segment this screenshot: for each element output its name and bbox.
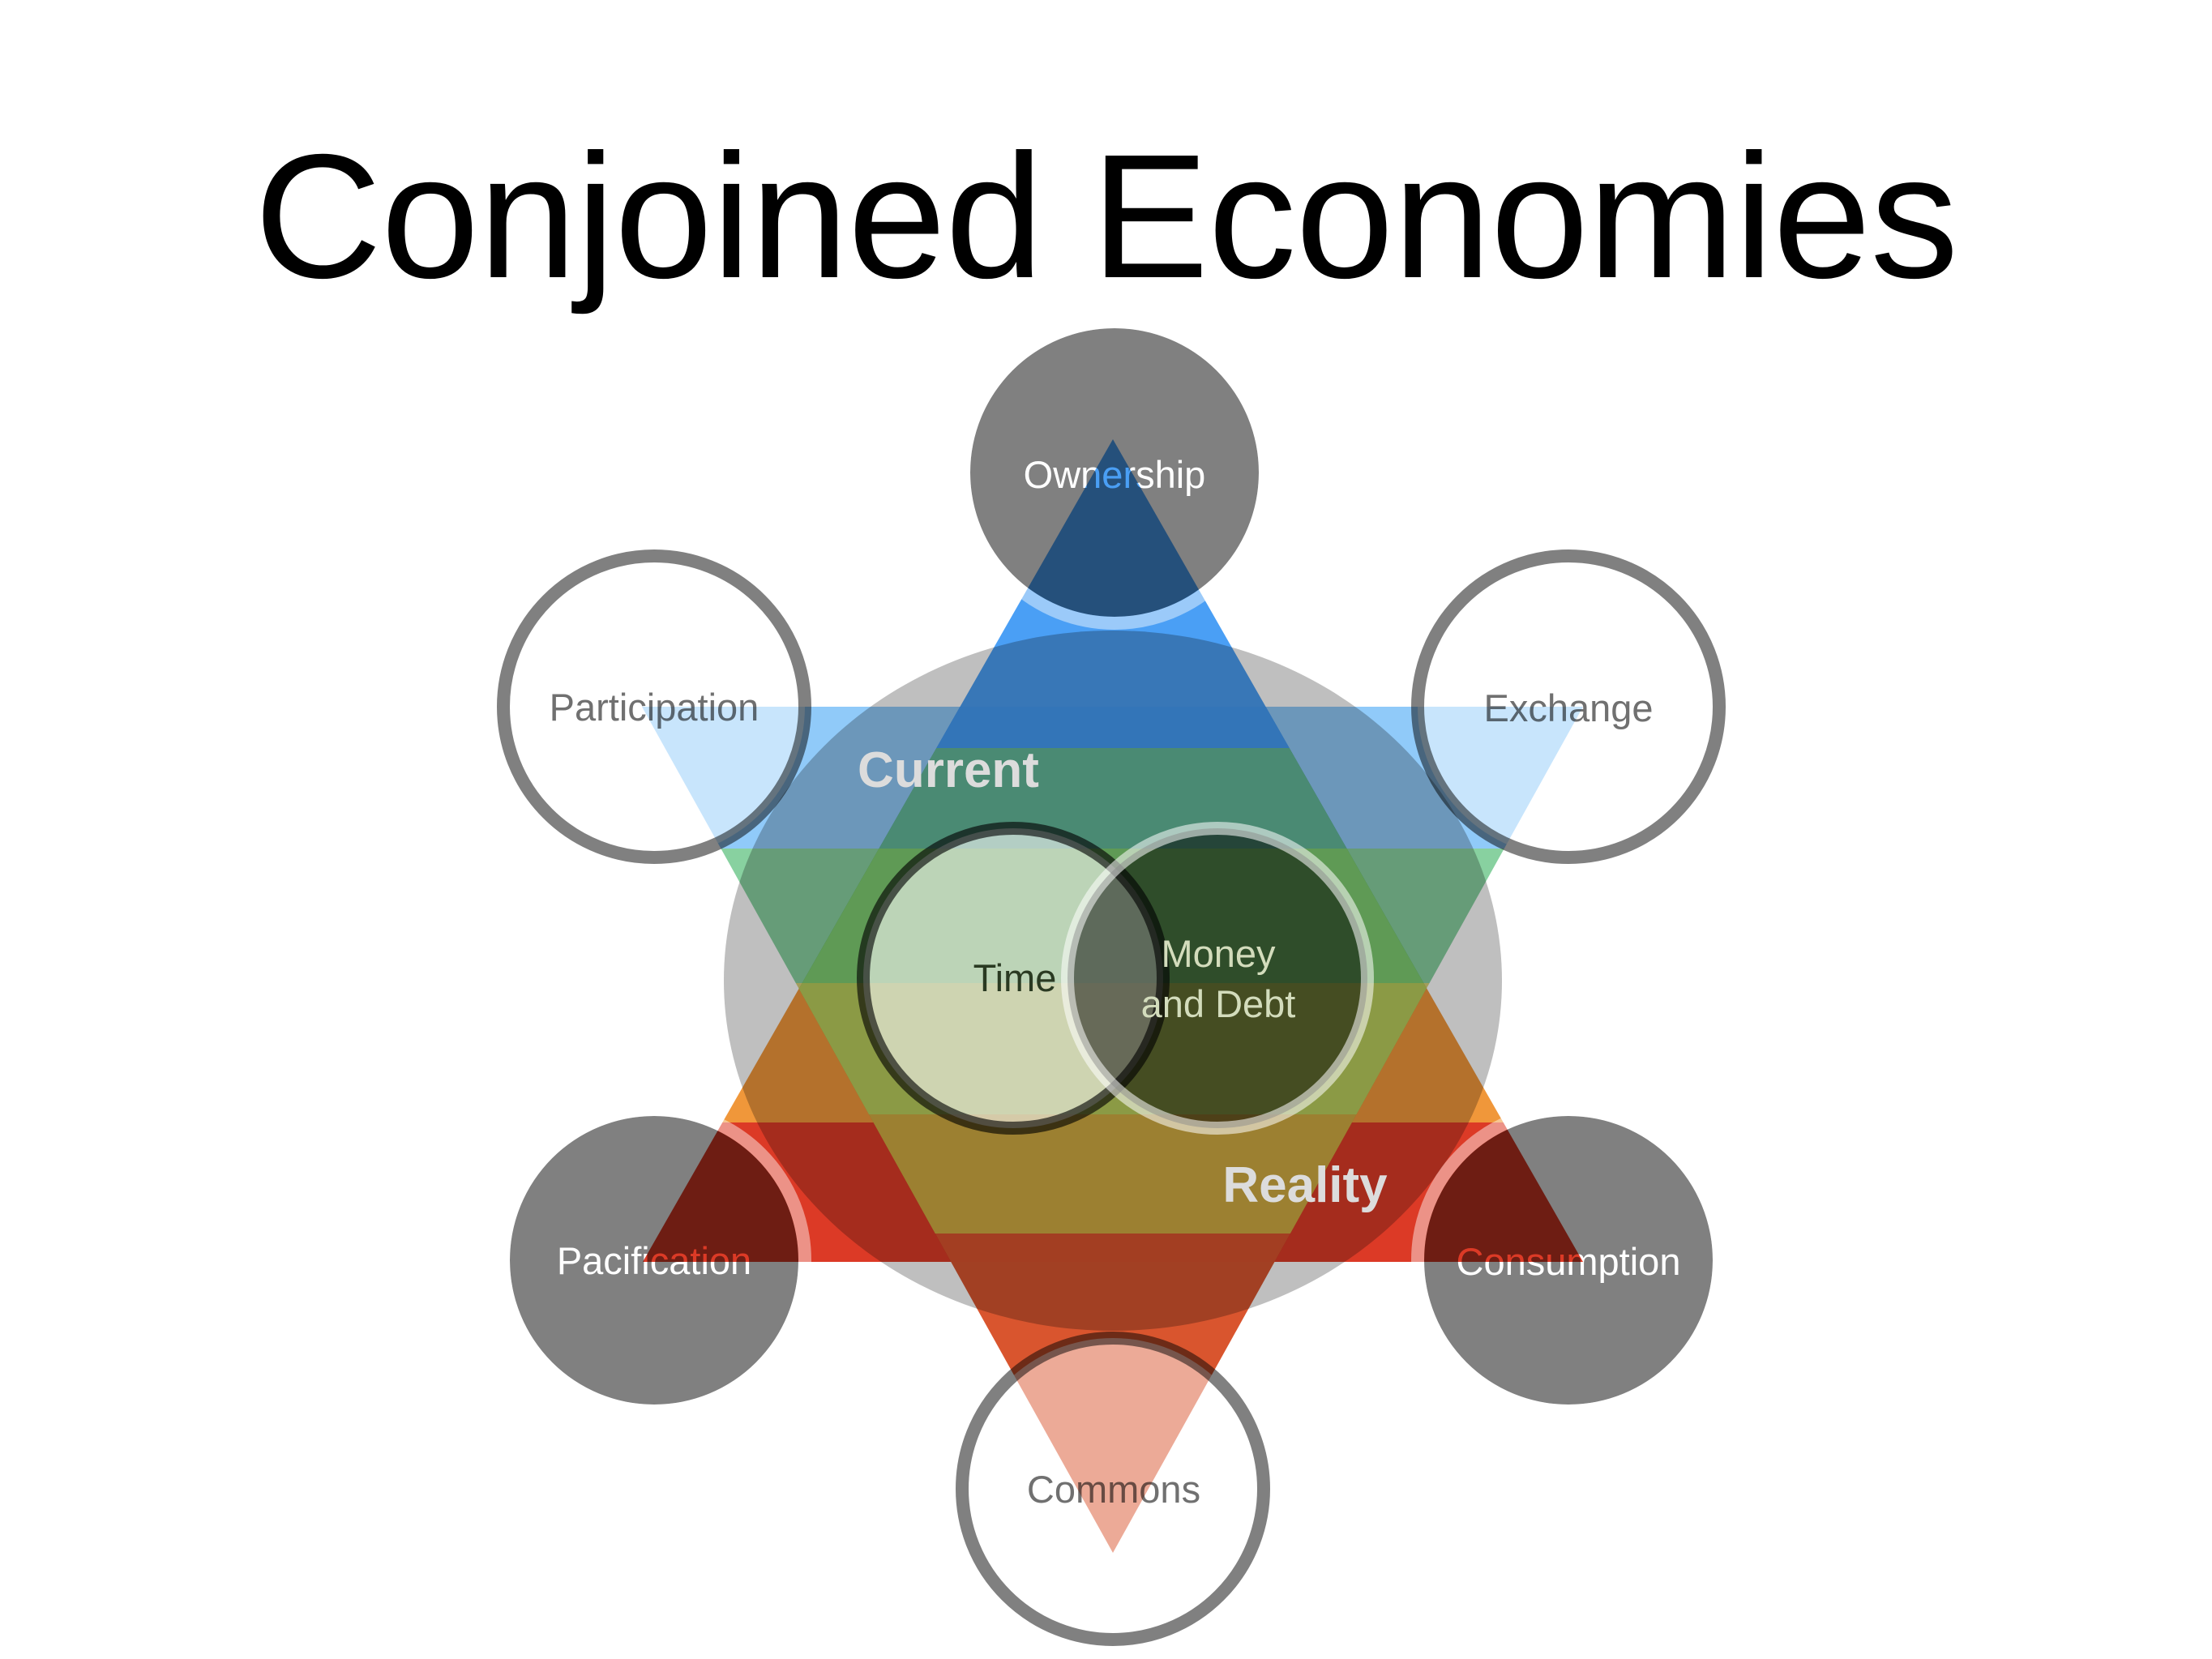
current-label: Current (858, 742, 1039, 798)
node-exchange: Exchange (1411, 549, 1726, 864)
exchange-label: Exchange (1483, 686, 1653, 729)
exchange-circle (1411, 549, 1726, 864)
time-label: Time (973, 956, 1057, 999)
ownership-ring (957, 315, 1272, 630)
node-commons: Commons (956, 1332, 1270, 1646)
participation-circle (497, 549, 811, 864)
money-label: Money (1161, 932, 1276, 975)
commons-label: Commons (1027, 1468, 1200, 1511)
commons-circle (956, 1332, 1270, 1646)
node-participation: Participation (497, 549, 811, 864)
time-circle (857, 822, 1170, 1135)
money-circle (1061, 822, 1374, 1135)
page-title: Conjoined Economies (254, 118, 1959, 315)
debt-label: and Debt (1141, 982, 1296, 1025)
reality-label: Reality (1222, 1157, 1388, 1213)
pacification-ring (497, 1103, 811, 1417)
participation-fill (503, 556, 805, 857)
core-venn: Time Money and Debt (857, 822, 1374, 1135)
exchange-fill (1418, 556, 1719, 857)
commons-fill (962, 1338, 1264, 1640)
participation-label: Participation (550, 686, 759, 729)
consumption-ring (1411, 1103, 1726, 1417)
